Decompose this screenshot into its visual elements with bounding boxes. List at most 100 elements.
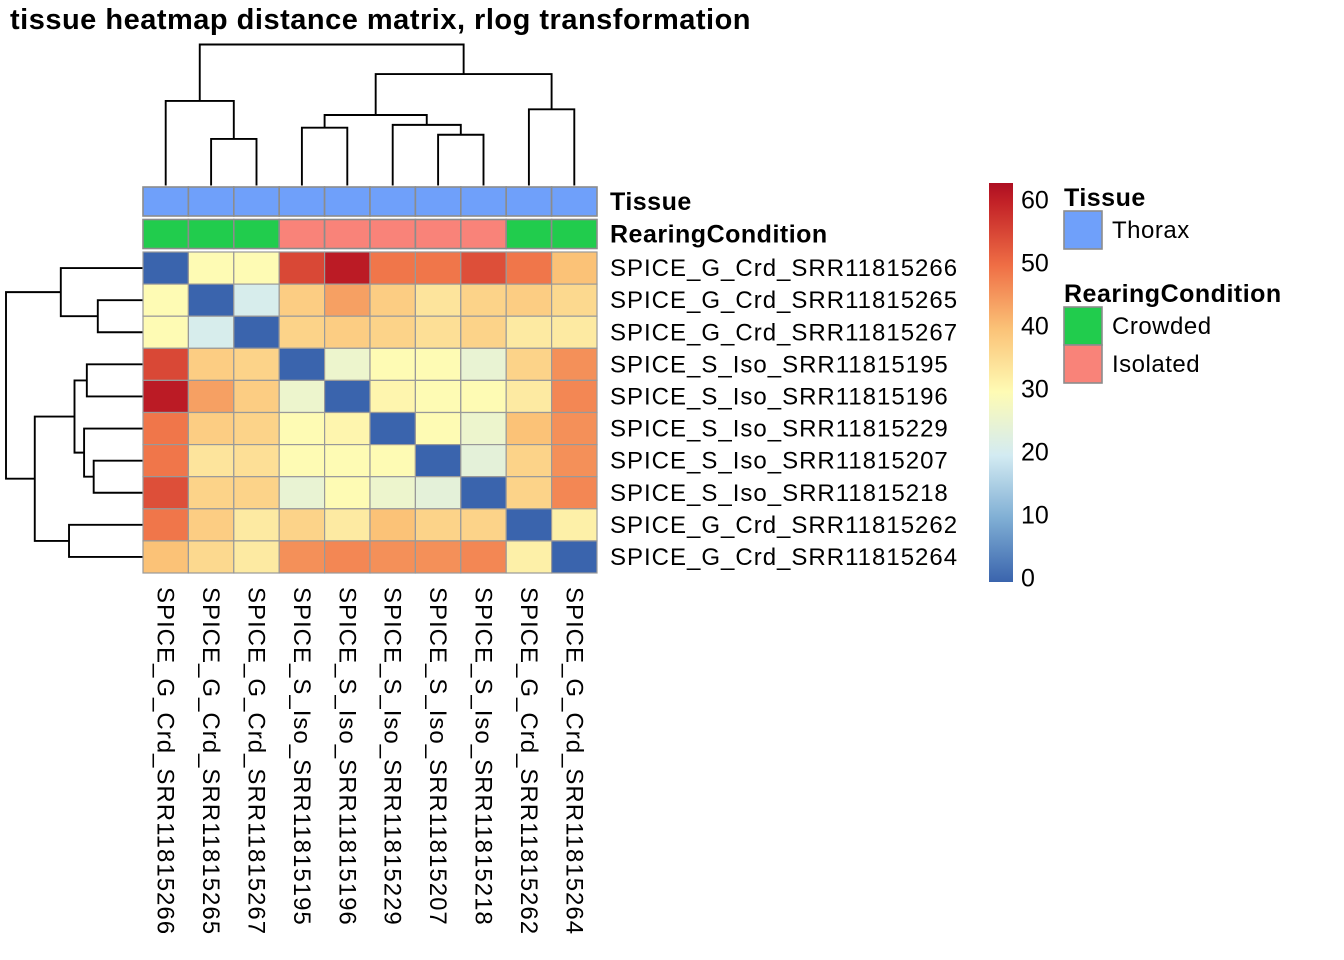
heatmap-cell: [233, 540, 280, 574]
annotation-cell-tissue: [550, 186, 598, 217]
row-label: SPICE_G_Crd_SRR11815267: [610, 319, 958, 346]
annotation-cell-rearingcondition: [369, 218, 417, 250]
heatmap-cell: [142, 251, 190, 285]
heatmap-cell: [142, 347, 190, 381]
heatmap-cell: [233, 379, 280, 414]
heatmap-cell: [505, 444, 553, 478]
heatmap-cell: [460, 347, 507, 381]
heatmap-cell: [233, 347, 280, 381]
heatmap-cell: [369, 411, 417, 446]
annotation-cell-tissue: [278, 186, 326, 217]
heatmap-cell: [187, 540, 235, 574]
dendrogram-branch: [68, 523, 143, 558]
heatmap-cell: [278, 379, 326, 414]
column-label: SPICE_S_Iso_SRR11815195: [288, 587, 315, 926]
heatmap-cell: [414, 379, 462, 414]
annotation-cell-rearingcondition: [550, 218, 598, 250]
heatmap-cell: [187, 411, 235, 446]
heatmap-cell: [324, 508, 371, 542]
heatmap-cell: [460, 411, 507, 446]
heatmap-cell: [505, 540, 553, 574]
heatmap-cell: [550, 379, 598, 414]
annotation-cell-tissue: [459, 186, 507, 217]
row-label: SPICE_G_Crd_SRR11815264: [610, 544, 958, 571]
dendrogram-branch: [59, 267, 143, 318]
legend-group-title: Tissue: [1064, 184, 1146, 212]
heatmap-cell: [460, 251, 507, 285]
column-label: SPICE_G_Crd_SRR11815267: [243, 587, 270, 935]
legend-swatch-isolated: [1063, 344, 1103, 384]
heatmap-cell: [505, 283, 553, 317]
heatmap-cell: [278, 444, 326, 478]
heatmap-cell: [414, 251, 462, 285]
heatmap-cell: [414, 540, 462, 574]
heatmap-grid: [142, 251, 598, 574]
colorbar-tick-label: 50: [1021, 250, 1049, 278]
legend: TissueThoraxRearingConditionCrowdedIsola…: [1063, 184, 1281, 384]
column-label: SPICE_G_Crd_SRR11815264: [560, 587, 587, 935]
heatmap-cell: [278, 251, 326, 285]
heatmap-cell: [324, 315, 371, 349]
heatmap-cell: [278, 508, 326, 542]
heatmap-cell: [278, 315, 326, 349]
column-label: SPICE_S_Iso_SRR11815207: [424, 587, 451, 926]
heatmap-cell: [414, 411, 462, 446]
heatmap-cell: [369, 315, 417, 349]
heatmap-cell: [187, 444, 235, 478]
heatmap-cell: [550, 476, 598, 510]
heatmap-cell: [369, 251, 417, 285]
heatmap-cell: [550, 444, 598, 478]
annotation-cell-tissue: [505, 186, 553, 217]
annotation-cell-tissue: [414, 186, 462, 217]
colorbar-tick-label: 30: [1021, 376, 1049, 404]
heatmap-cell: [460, 540, 507, 574]
heatmap-cell: [369, 283, 417, 317]
dendrogram-branch: [437, 133, 485, 186]
legend-item-label: Thorax: [1112, 217, 1190, 244]
annotation-cell-rearingcondition: [278, 218, 326, 250]
heatmap-cell: [324, 379, 371, 414]
heatmap-cell: [414, 283, 462, 317]
heatmap-cell: [505, 379, 553, 414]
annotation-cell-tissue: [323, 186, 371, 217]
heatmap-cell: [460, 508, 507, 542]
heatmap-cell: [142, 379, 190, 414]
annotation-cell-rearingcondition: [459, 218, 507, 250]
colorbar-tick-label: 20: [1021, 439, 1049, 467]
colorbar-tick-label: 10: [1021, 502, 1049, 530]
heatmap-cell: [550, 347, 598, 381]
row-label: SPICE_S_Iso_SRR11815218: [610, 480, 949, 507]
heatmap-cell: [369, 476, 417, 510]
heatmap-cell: [414, 347, 462, 381]
dendrogram-branch: [92, 459, 143, 494]
column-label: SPICE_G_Crd_SRR11815262: [515, 587, 542, 935]
dendrogram-branch: [33, 415, 75, 542]
dendrogram-branch: [527, 108, 576, 186]
heatmap-cell: [142, 476, 190, 510]
heatmap-cell: [460, 379, 507, 414]
column-label: SPICE_S_Iso_SRR11815229: [379, 587, 406, 926]
heatmap-cell: [324, 251, 371, 285]
row-label: SPICE_G_Crd_SRR11815266: [610, 255, 958, 282]
heatmap-cell: [414, 508, 462, 542]
heatmap-cell: [369, 444, 417, 478]
heatmap-cell: [324, 444, 371, 478]
heatmap-cell: [505, 411, 553, 446]
heatmap-cell: [142, 508, 190, 542]
heatmap-cell: [324, 283, 371, 317]
dendrogram-branch: [164, 99, 235, 186]
heatmap-cell: [414, 476, 462, 510]
heatmap-cell: [460, 315, 507, 349]
heatmap-cell: [278, 411, 326, 446]
heatmap-cell: [233, 444, 280, 478]
heatmap-cell: [369, 379, 417, 414]
heatmap-cell: [278, 476, 326, 510]
row-label: SPICE_S_Iso_SRR11815207: [610, 448, 949, 475]
annotation-cell-rearingcondition: [187, 218, 235, 250]
row-dendrogram: [5, 267, 143, 558]
row-label: SPICE_S_Iso_SRR11815196: [610, 383, 949, 410]
